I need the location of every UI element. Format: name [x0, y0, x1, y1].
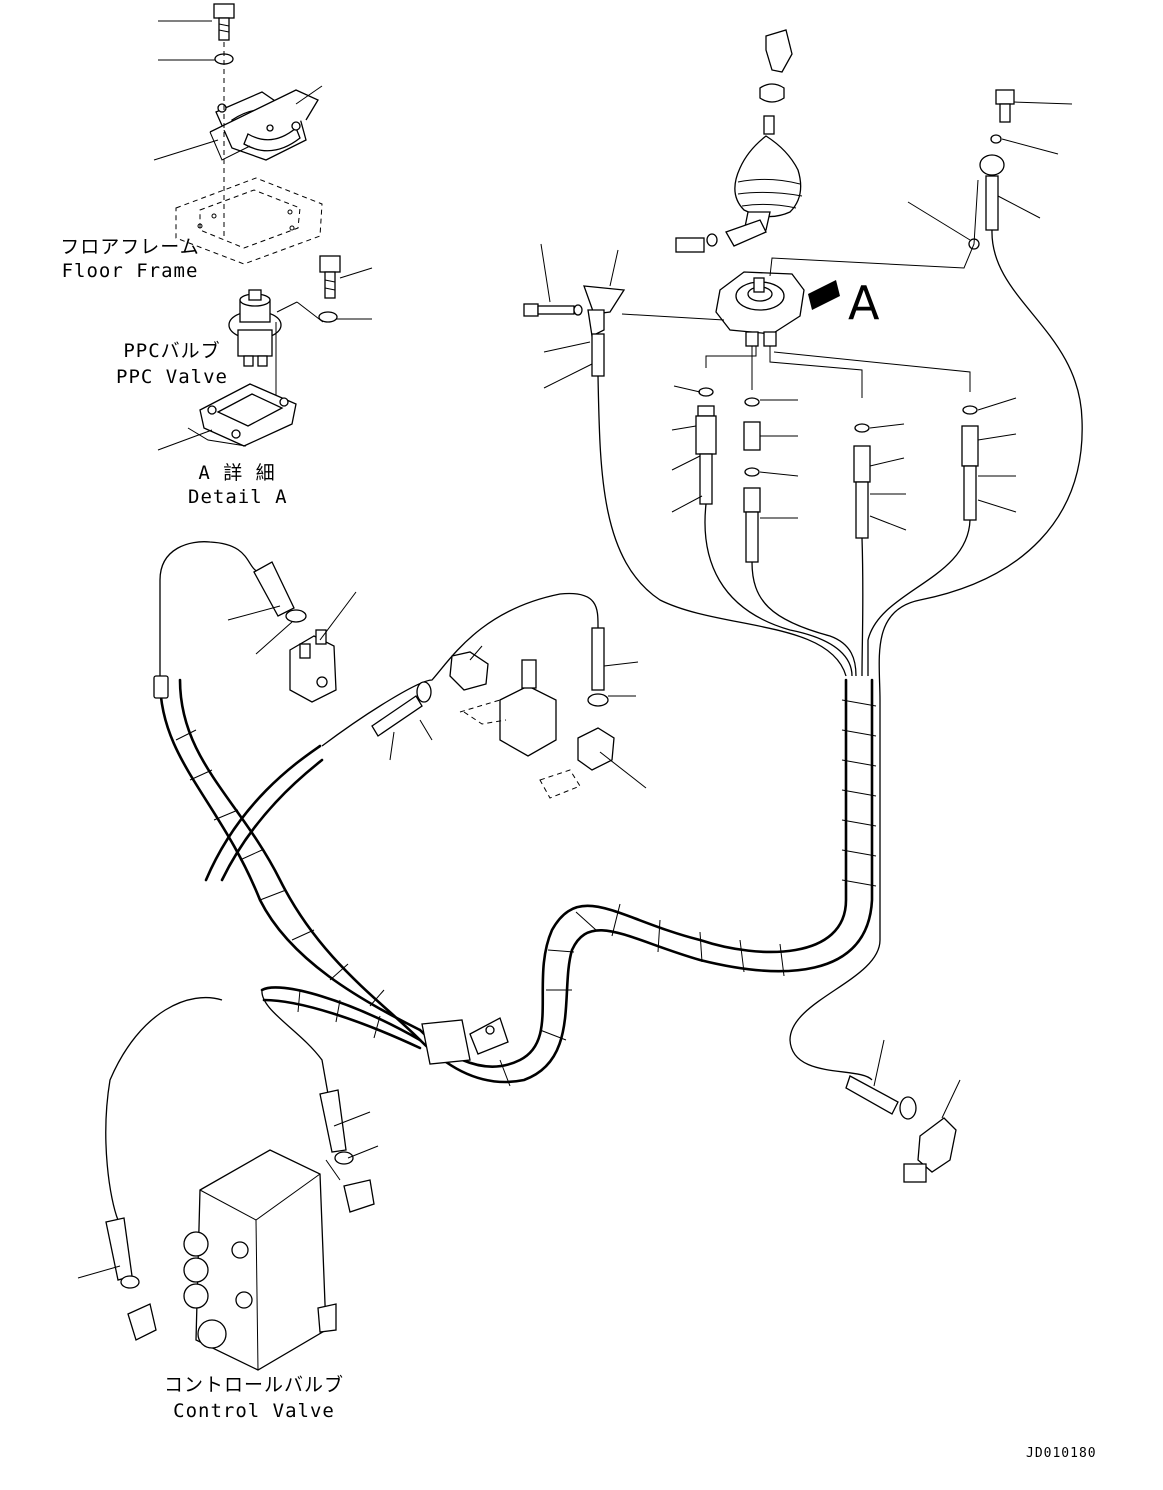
hose-lines [105, 229, 1083, 1221]
floor-frame-label-en: Floor Frame [61, 260, 199, 282]
control-valve-label-jp: コントロールバルブ [163, 1374, 344, 1396]
drawing-code: JD010180 [1026, 1446, 1097, 1461]
bolt-part [213, 3, 235, 41]
lever-assembly [675, 29, 840, 347]
ppc-valve-label-jp: PPCバルブ [123, 340, 221, 362]
small-valve-part [227, 591, 357, 703]
view-a-label: A [848, 276, 880, 330]
sensor-part [873, 1039, 961, 1183]
ppc-valve-view-a [715, 271, 805, 347]
port-tee-lines [705, 346, 971, 398]
mounting-plate-part [187, 383, 297, 447]
center-valve-part [389, 645, 647, 799]
right-hose-fitting [769, 89, 1073, 277]
view-arrow-icon [808, 280, 840, 310]
hose-clamp-part [421, 1017, 509, 1065]
control-valve-part [77, 1111, 379, 1371]
floor-frame-outline [175, 42, 323, 265]
port-leaders [671, 385, 1017, 531]
control-valve-label-en: Control Valve [173, 1400, 335, 1422]
bracket-part [523, 243, 725, 389]
detail-a-assembly [153, 3, 373, 451]
hose-end-fittings [105, 561, 917, 1289]
ppc-valve-label-en: PPC Valve [116, 366, 228, 388]
detail-a-label-en: Detail A [188, 486, 288, 508]
detail-a-label-jp: A 詳 細 [198, 462, 276, 484]
ppc-valve-part [228, 289, 324, 408]
port-fittings [695, 387, 979, 563]
floor-frame-label-jp: フロアフレーム [60, 236, 200, 258]
